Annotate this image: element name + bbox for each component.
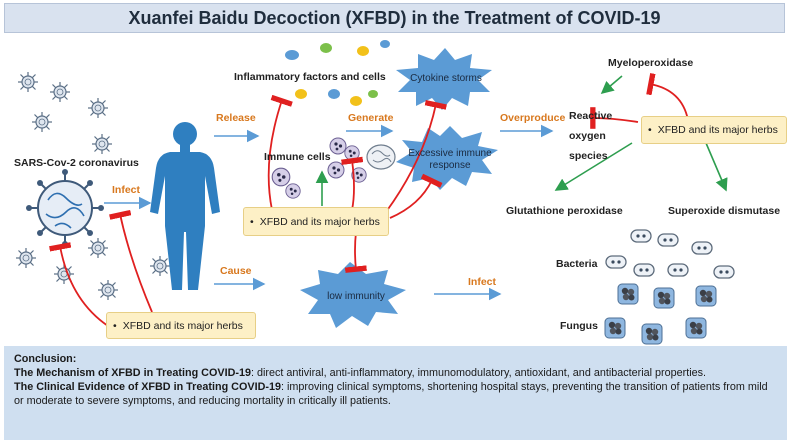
low-immunity-label: low immunity [327, 291, 385, 302]
bacteria-label: Bacteria [556, 258, 598, 270]
conclusion-clinical: The Clinical Evidence of XFBD in Treatin… [14, 380, 777, 408]
virus-icon [31, 111, 53, 133]
fungus-icon [604, 317, 626, 339]
conclusion-panel: Conclusion: The Mechanism of XFBD in Tre… [4, 346, 787, 440]
excessive-immune-label: Excessive immune response [408, 148, 492, 172]
herb-box-bottom: • XFBD and its major herbs [106, 312, 256, 339]
fungus-label: Fungus [560, 320, 598, 332]
inhibit-excessive [389, 173, 443, 219]
herb-box-right-text: XFBD and its major herbs [657, 124, 778, 136]
inflammatory-label: Inflammatory factors and cells [234, 71, 386, 83]
immune-cell-icon [344, 145, 360, 161]
low-immunity-star [300, 262, 406, 328]
human-body-icon [150, 122, 220, 290]
virus-icon [149, 255, 171, 277]
inhibit-immune [341, 156, 364, 211]
superoxide-label: Superoxide dismutase [668, 205, 781, 217]
virus-icon [87, 237, 109, 259]
conclusion-heading: Conclusion: [14, 353, 77, 365]
bacteria-icon [667, 263, 689, 277]
myeloperoxidase-arrow [600, 75, 623, 95]
herb-box-right: • XFBD and its major herbs [641, 116, 787, 144]
coronavirus-icon [26, 169, 104, 247]
cytokine-storm-label: Cytokine storms [410, 73, 482, 84]
inhibit-infection [109, 209, 153, 313]
bacteria-icon [633, 263, 655, 277]
excessive-immune-line2: response [429, 160, 471, 171]
immune-cells-label: Immune cells [264, 151, 331, 163]
inhibit-low-immunity [344, 231, 367, 273]
immune-cell-icon [329, 137, 347, 155]
generate-label: Generate [348, 112, 394, 124]
herb-box-bottom-text: XFBD and its major herbs [122, 319, 243, 332]
clinical-label: The Clinical Evidence of XFBD in Treatin… [14, 381, 281, 393]
release-label: Release [216, 112, 256, 124]
glutathione-label: Glutathione peroxidase [506, 205, 623, 217]
virus-icon [91, 133, 113, 155]
immune-cell-icon [285, 183, 301, 199]
bacteria-icon [657, 233, 679, 247]
inhibit-ros [590, 107, 639, 129]
page-title: Xuanfei Baidu Decoction (XFBD) in the Tr… [128, 7, 661, 28]
inhibit-virus [49, 242, 109, 327]
myeloperoxidase-label: Myeloperoxidase [608, 57, 694, 69]
fungus-icon [685, 317, 707, 339]
herb-box-center: • XFBD and its major herbs [243, 207, 389, 236]
ros-label-line3: species [569, 150, 608, 162]
fungus-icon [641, 323, 663, 345]
cytokine-storm-star [396, 48, 492, 110]
bullet-dot: • [250, 215, 254, 228]
clinical-text: : improving clinical symptoms, shortenin… [14, 381, 768, 407]
virus-label: SARS-Cov-2 coronavirus [14, 157, 139, 169]
cause-label: Cause [220, 265, 252, 277]
ros-label-line1: Reactive [569, 110, 613, 122]
mechanism-label: The Mechanism of XFBD in Treating COVID-… [14, 367, 251, 379]
ros-label-line2: oxygen [569, 130, 606, 142]
superoxide-arrow [705, 142, 728, 192]
mechanism-text: : direct antiviral, anti-inflammatory, i… [250, 367, 707, 379]
immune-cell-icon [271, 167, 291, 187]
virus-icon [15, 247, 37, 269]
fungus-icon [617, 283, 639, 305]
bacteria-icon [605, 255, 627, 269]
overproduce-label: Overproduce [500, 112, 566, 124]
bullet-dot: • [113, 319, 117, 332]
herb-box-center-text: XFBD and its major herbs [259, 215, 380, 228]
virus-icon [87, 97, 109, 119]
title-bar: Xuanfei Baidu Decoction (XFBD) in the Tr… [4, 3, 785, 33]
glutathione-arrow [554, 142, 633, 191]
bacteria-icon [713, 265, 735, 279]
bacteria-icon [630, 229, 652, 243]
bullet-dot: • [648, 124, 652, 136]
bacteria-icon [691, 241, 713, 255]
conclusion-mechanism: The Mechanism of XFBD in Treating COVID-… [14, 366, 777, 380]
virus-icon [49, 81, 71, 103]
cell-nucleus-icon [366, 144, 396, 170]
inhibit-myeloperoxidase [646, 73, 689, 121]
fungus-icon [695, 285, 717, 307]
virus-icon [97, 279, 119, 301]
inhibit-cytokine [385, 99, 447, 213]
infect-microbes-label: Infect [468, 276, 497, 288]
inflammatory-factors-icon [285, 40, 390, 106]
inhibit-inflammatory [267, 94, 293, 211]
immune-cell-icon [327, 161, 345, 179]
virus-icon [17, 71, 39, 93]
excessive-immune-line1: Excessive immune [408, 148, 492, 159]
infect-label: Infect [112, 184, 141, 196]
fungus-icon [653, 287, 675, 309]
